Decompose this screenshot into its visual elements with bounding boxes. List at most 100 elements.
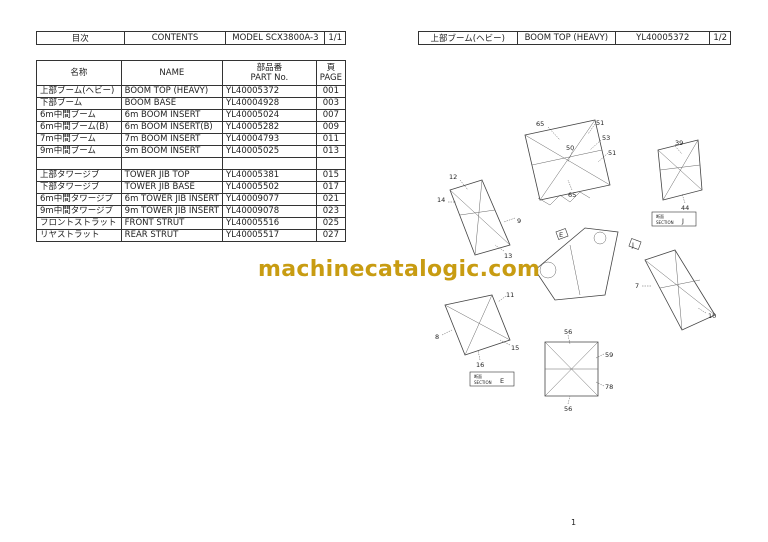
row-name-en: BOOM BASE: [120, 97, 224, 110]
row-name-ja: 7m中間ブーム: [36, 133, 122, 146]
row-page: 011: [315, 133, 347, 146]
callout-15: 15: [511, 344, 519, 352]
row-name-ja: 6m中間ブーム: [36, 109, 122, 122]
row-name-ja: 6m中間ブーム(B): [36, 121, 122, 134]
callout-51-top: 51: [596, 119, 604, 127]
callout-56-bottom: 56: [564, 405, 572, 413]
contents-title-ja: 目次: [36, 31, 125, 45]
lower-truss-assembly: [544, 341, 599, 397]
callout-39: 39: [675, 139, 683, 147]
callout-10: 10: [708, 312, 716, 320]
row-page: 017: [315, 181, 347, 194]
callout-59: 59: [605, 351, 613, 359]
row-part-no: YL40004928: [222, 97, 317, 110]
watermark: machinecatalogic.com: [258, 257, 541, 282]
callout-11: 11: [506, 291, 514, 299]
row-page: 027: [315, 229, 347, 242]
svg-text:断面: 断面: [656, 213, 664, 219]
row-name-ja: 上部タワージブ: [36, 169, 122, 182]
row-part-no: YL40005381: [222, 169, 317, 182]
row-page: 023: [315, 205, 347, 218]
callout-8: 8: [435, 333, 439, 341]
svg-text:J: J: [681, 217, 684, 225]
contents-title-en: CONTENTS: [123, 31, 227, 45]
right-truss-assembly: [644, 249, 716, 331]
row-part-no: YL40005517: [222, 229, 317, 242]
right-small-assembly: [657, 139, 703, 201]
row-name-ja: 上部ブーム(ヘビー): [36, 85, 122, 98]
row-part-no: YL40009077: [222, 193, 317, 206]
callout-56-top: 56: [564, 328, 572, 336]
row-part-no: YL40005516: [222, 217, 317, 230]
callout-53: 53: [602, 134, 610, 142]
section-part-no: YL40005372: [615, 31, 711, 45]
row-part-no: YL40005024: [222, 109, 317, 122]
row-name-en: TOWER JIB BASE: [120, 181, 224, 194]
row-page: 015: [315, 169, 347, 182]
svg-text:断面: 断面: [474, 373, 482, 379]
callout-44: 44: [681, 204, 689, 212]
upper-truss-assembly: [524, 119, 611, 206]
callout-9: 9: [517, 217, 521, 225]
callout-65-bottom: 65: [568, 191, 576, 199]
callout-14: 14: [437, 196, 445, 204]
row-name-ja: リヤストラット: [36, 229, 122, 242]
table-row-blank: [36, 157, 347, 170]
page-number: 1: [571, 518, 577, 527]
row-name-ja: フロントストラット: [36, 217, 122, 230]
callout-12: 12: [449, 173, 457, 181]
row-name-en: BOOM TOP (HEAVY): [120, 85, 224, 98]
section-j-tag: 断面 SECTION J: [651, 211, 697, 227]
center-frame-assembly: [534, 227, 619, 301]
row-part-no: YL40005502: [222, 181, 317, 194]
row-name-en: 9m BOOM INSERT: [120, 145, 224, 158]
row-name-en: REAR STRUT: [120, 229, 224, 242]
section-page-count: 1/2: [709, 31, 731, 45]
row-page: 013: [315, 145, 347, 158]
row-part-no: YL40009078: [222, 205, 317, 218]
row-part-no: YL40005282: [222, 121, 317, 134]
row-part-no: YL40005025: [222, 145, 317, 158]
contents-page-count: 1/1: [324, 31, 346, 45]
view-marker-j: J: [631, 241, 634, 249]
svg-text:SECTION: SECTION: [474, 380, 492, 385]
row-name-ja: 下部タワージブ: [36, 181, 122, 194]
row-name-en: 6m BOOM INSERT(B): [120, 121, 224, 134]
row-name-ja: 9m中間タワージブ: [36, 205, 122, 218]
svg-text:SECTION: SECTION: [656, 220, 674, 225]
col-name-en: NAME: [120, 60, 224, 86]
callout-65-top: 65: [536, 120, 544, 128]
contents-header-table: 目次 CONTENTS MODEL SCX3800A-3 1/1: [36, 31, 346, 45]
row-name-en: FRONT STRUT: [120, 217, 224, 230]
callout-13: 13: [504, 252, 512, 260]
row-name-ja: 9m中間ブーム: [36, 145, 122, 158]
left-truss-assembly: [449, 179, 511, 256]
row-part-no: YL40005372: [222, 85, 317, 98]
row-name-en: 6m BOOM INSERT: [120, 109, 224, 122]
row-name-ja: 下部ブーム: [36, 97, 122, 110]
row-page: 009: [315, 121, 347, 134]
model-name: MODEL SCX3800A-3: [225, 31, 326, 45]
row-page: 003: [315, 97, 347, 110]
section-title-ja: 上部ブーム(ヘビー): [418, 31, 518, 45]
row-name-en: 6m TOWER JIB INSERT: [120, 193, 224, 206]
section-e-tag: 断面 SECTION E: [469, 371, 515, 387]
row-name-ja: 6m中間タワージブ: [36, 193, 122, 206]
callout-51-right: 51: [608, 149, 616, 157]
row-page: 025: [315, 217, 347, 230]
section-header-table: 上部ブーム(ヘビー) BOOM TOP (HEAVY) YL40005372 1…: [418, 31, 731, 45]
